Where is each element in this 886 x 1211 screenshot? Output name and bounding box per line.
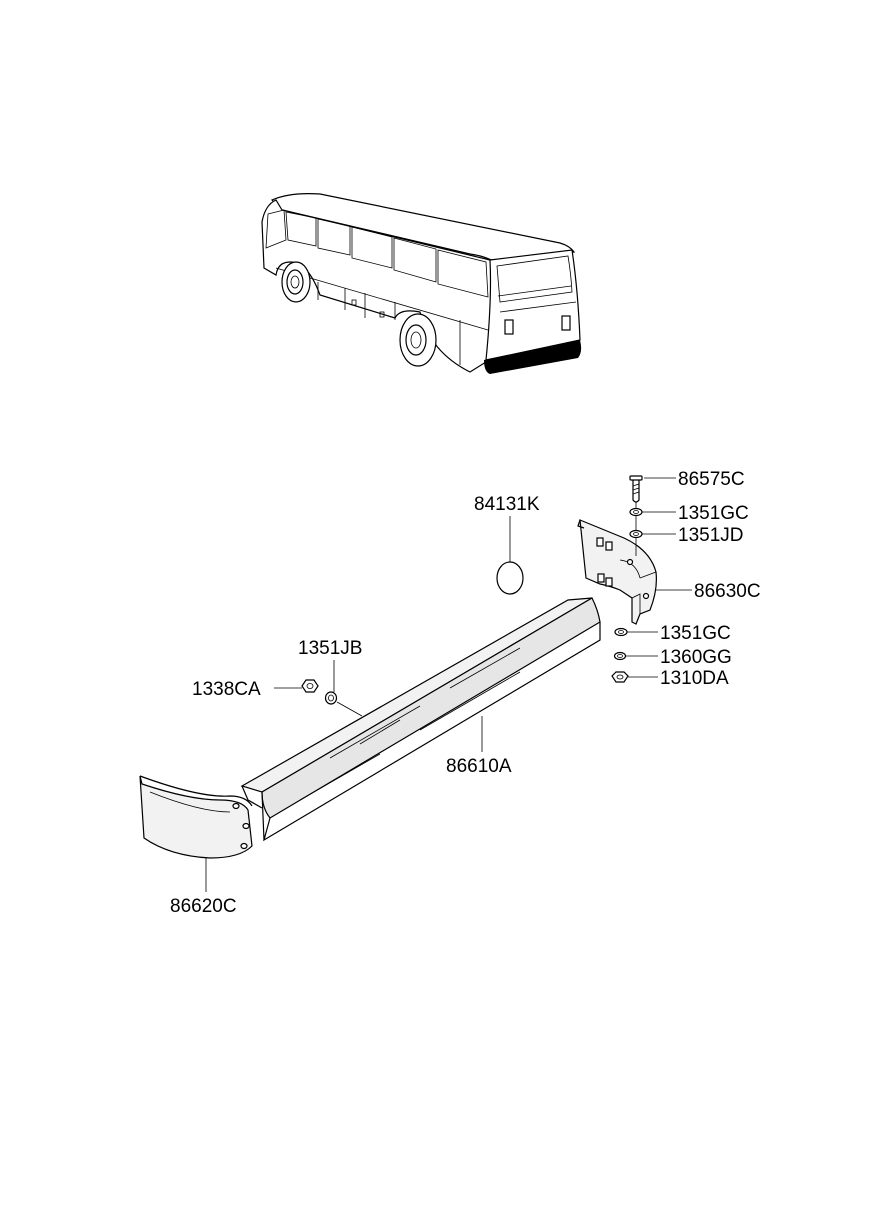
label-1351jd: 1351JD	[678, 525, 744, 546]
bracket-86630c	[577, 519, 657, 625]
washer-icon	[614, 627, 628, 637]
nut-icon	[301, 679, 319, 693]
label-1351gc-bottom: 1351GC	[660, 623, 731, 644]
bumper-86610a	[240, 597, 601, 842]
bolt-icon	[629, 475, 643, 503]
bus-illustration	[261, 193, 582, 374]
washer-icon	[613, 651, 627, 661]
label-1338ca: 1338CA	[192, 679, 261, 700]
label-86575c: 86575C	[678, 469, 745, 490]
leader-lines	[205, 477, 692, 892]
washer-icon	[629, 507, 643, 517]
corner-86620c	[139, 775, 253, 859]
label-86620c: 86620C	[170, 896, 237, 917]
nut-icon	[611, 671, 629, 683]
label-1360gg: 1360GG	[660, 647, 732, 668]
label-1351gc-top: 1351GC	[678, 503, 749, 524]
washer-icon	[324, 691, 338, 705]
label-86610a: 86610A	[446, 756, 512, 777]
washer-icon	[629, 529, 643, 539]
plug-84131k-icon	[496, 561, 524, 595]
label-84131k: 84131K	[474, 494, 540, 515]
label-86630c: 86630C	[694, 581, 761, 602]
label-1310da: 1310DA	[660, 668, 729, 689]
label-1351jb: 1351JB	[298, 638, 362, 659]
part-labels: 86575C 1351GC 1351JD 84131K 86630C 1351G…	[170, 469, 761, 917]
